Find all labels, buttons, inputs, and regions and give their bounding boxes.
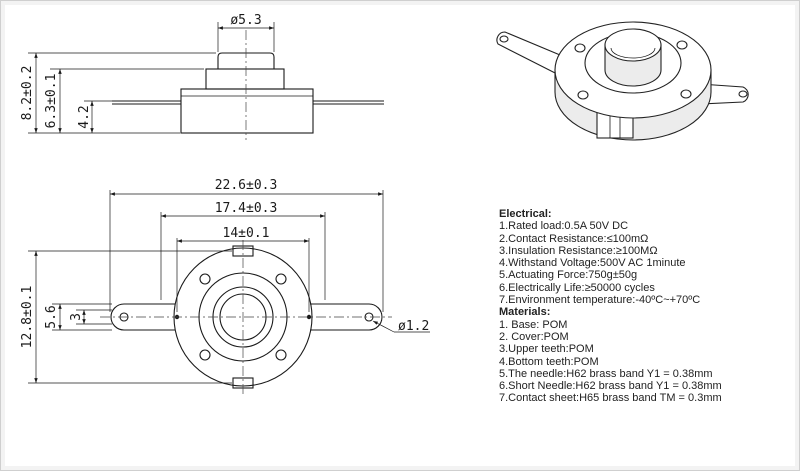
side-view: ø5.3 8.2±0.2 6.3±0.1 4.2 — [20, 13, 384, 140]
materials-heading: Materials: — [499, 306, 551, 319]
material-spec: 3.Upper teeth:POM — [499, 343, 594, 356]
top-view: 22.6±0.3 17.4±0.3 14±0.1 12.8±0.1 5.6 3 … — [20, 178, 430, 395]
material-spec: 6.Short Needle:H62 brass band Y1 = 0.38m… — [499, 380, 722, 393]
electrical-spec: 2.Contact Resistance:≤100mΩ — [499, 232, 649, 245]
electrical-spec: 5.Actuating Force:750g±50g — [499, 269, 638, 282]
dim-hole-spacing: 17.4±0.3 — [215, 201, 278, 216]
dim-lead-height: 4.2 — [77, 105, 92, 128]
material-spec: 2. Cover:POM — [499, 330, 569, 343]
electrical-spec: 4.Withstand Voltage:500V AC 1minute — [499, 257, 686, 270]
material-spec: 7.Contact sheet:H65 brass band TM = 0.3m… — [499, 392, 722, 405]
dim-tab-inner: 3 — [69, 313, 84, 321]
electrical-spec: 1.Rated load:0.5A 50V DC — [499, 220, 629, 233]
dim-hole-diameter: ø1.2 — [398, 319, 429, 334]
specifications-panel: Electrical: 1.Rated load:0.5A 50V DC 2.C… — [499, 208, 789, 405]
electrical-spec: 7.Environment temperature:-40ºC~+70ºC — [499, 294, 701, 307]
dim-overall-width: 22.6±0.3 — [215, 178, 278, 193]
dim-body-width: 14±0.1 — [223, 226, 270, 241]
electrical-spec: 3.Insulation Resistance:≥100MΩ — [499, 244, 658, 257]
material-spec: 4.Bottom teeth:POM — [499, 355, 599, 368]
dim-tab-height: 5.6 — [44, 305, 59, 328]
dim-button-diameter: ø5.3 — [230, 13, 261, 28]
dim-plate-height: 12.8±0.1 — [20, 286, 35, 349]
dim-total-height: 8.2±0.2 — [20, 66, 35, 121]
dim-body-height: 6.3±0.1 — [44, 74, 59, 129]
isometric-view — [496, 21, 749, 141]
electrical-spec: 6.Electrically Life:≥50000 cycles — [499, 281, 655, 294]
material-spec: 1. Base: POM — [499, 318, 568, 331]
electrical-heading: Electrical: — [499, 208, 552, 220]
material-spec: 5.The needle:H62 brass band Y1 = 0.38mm — [499, 367, 713, 380]
